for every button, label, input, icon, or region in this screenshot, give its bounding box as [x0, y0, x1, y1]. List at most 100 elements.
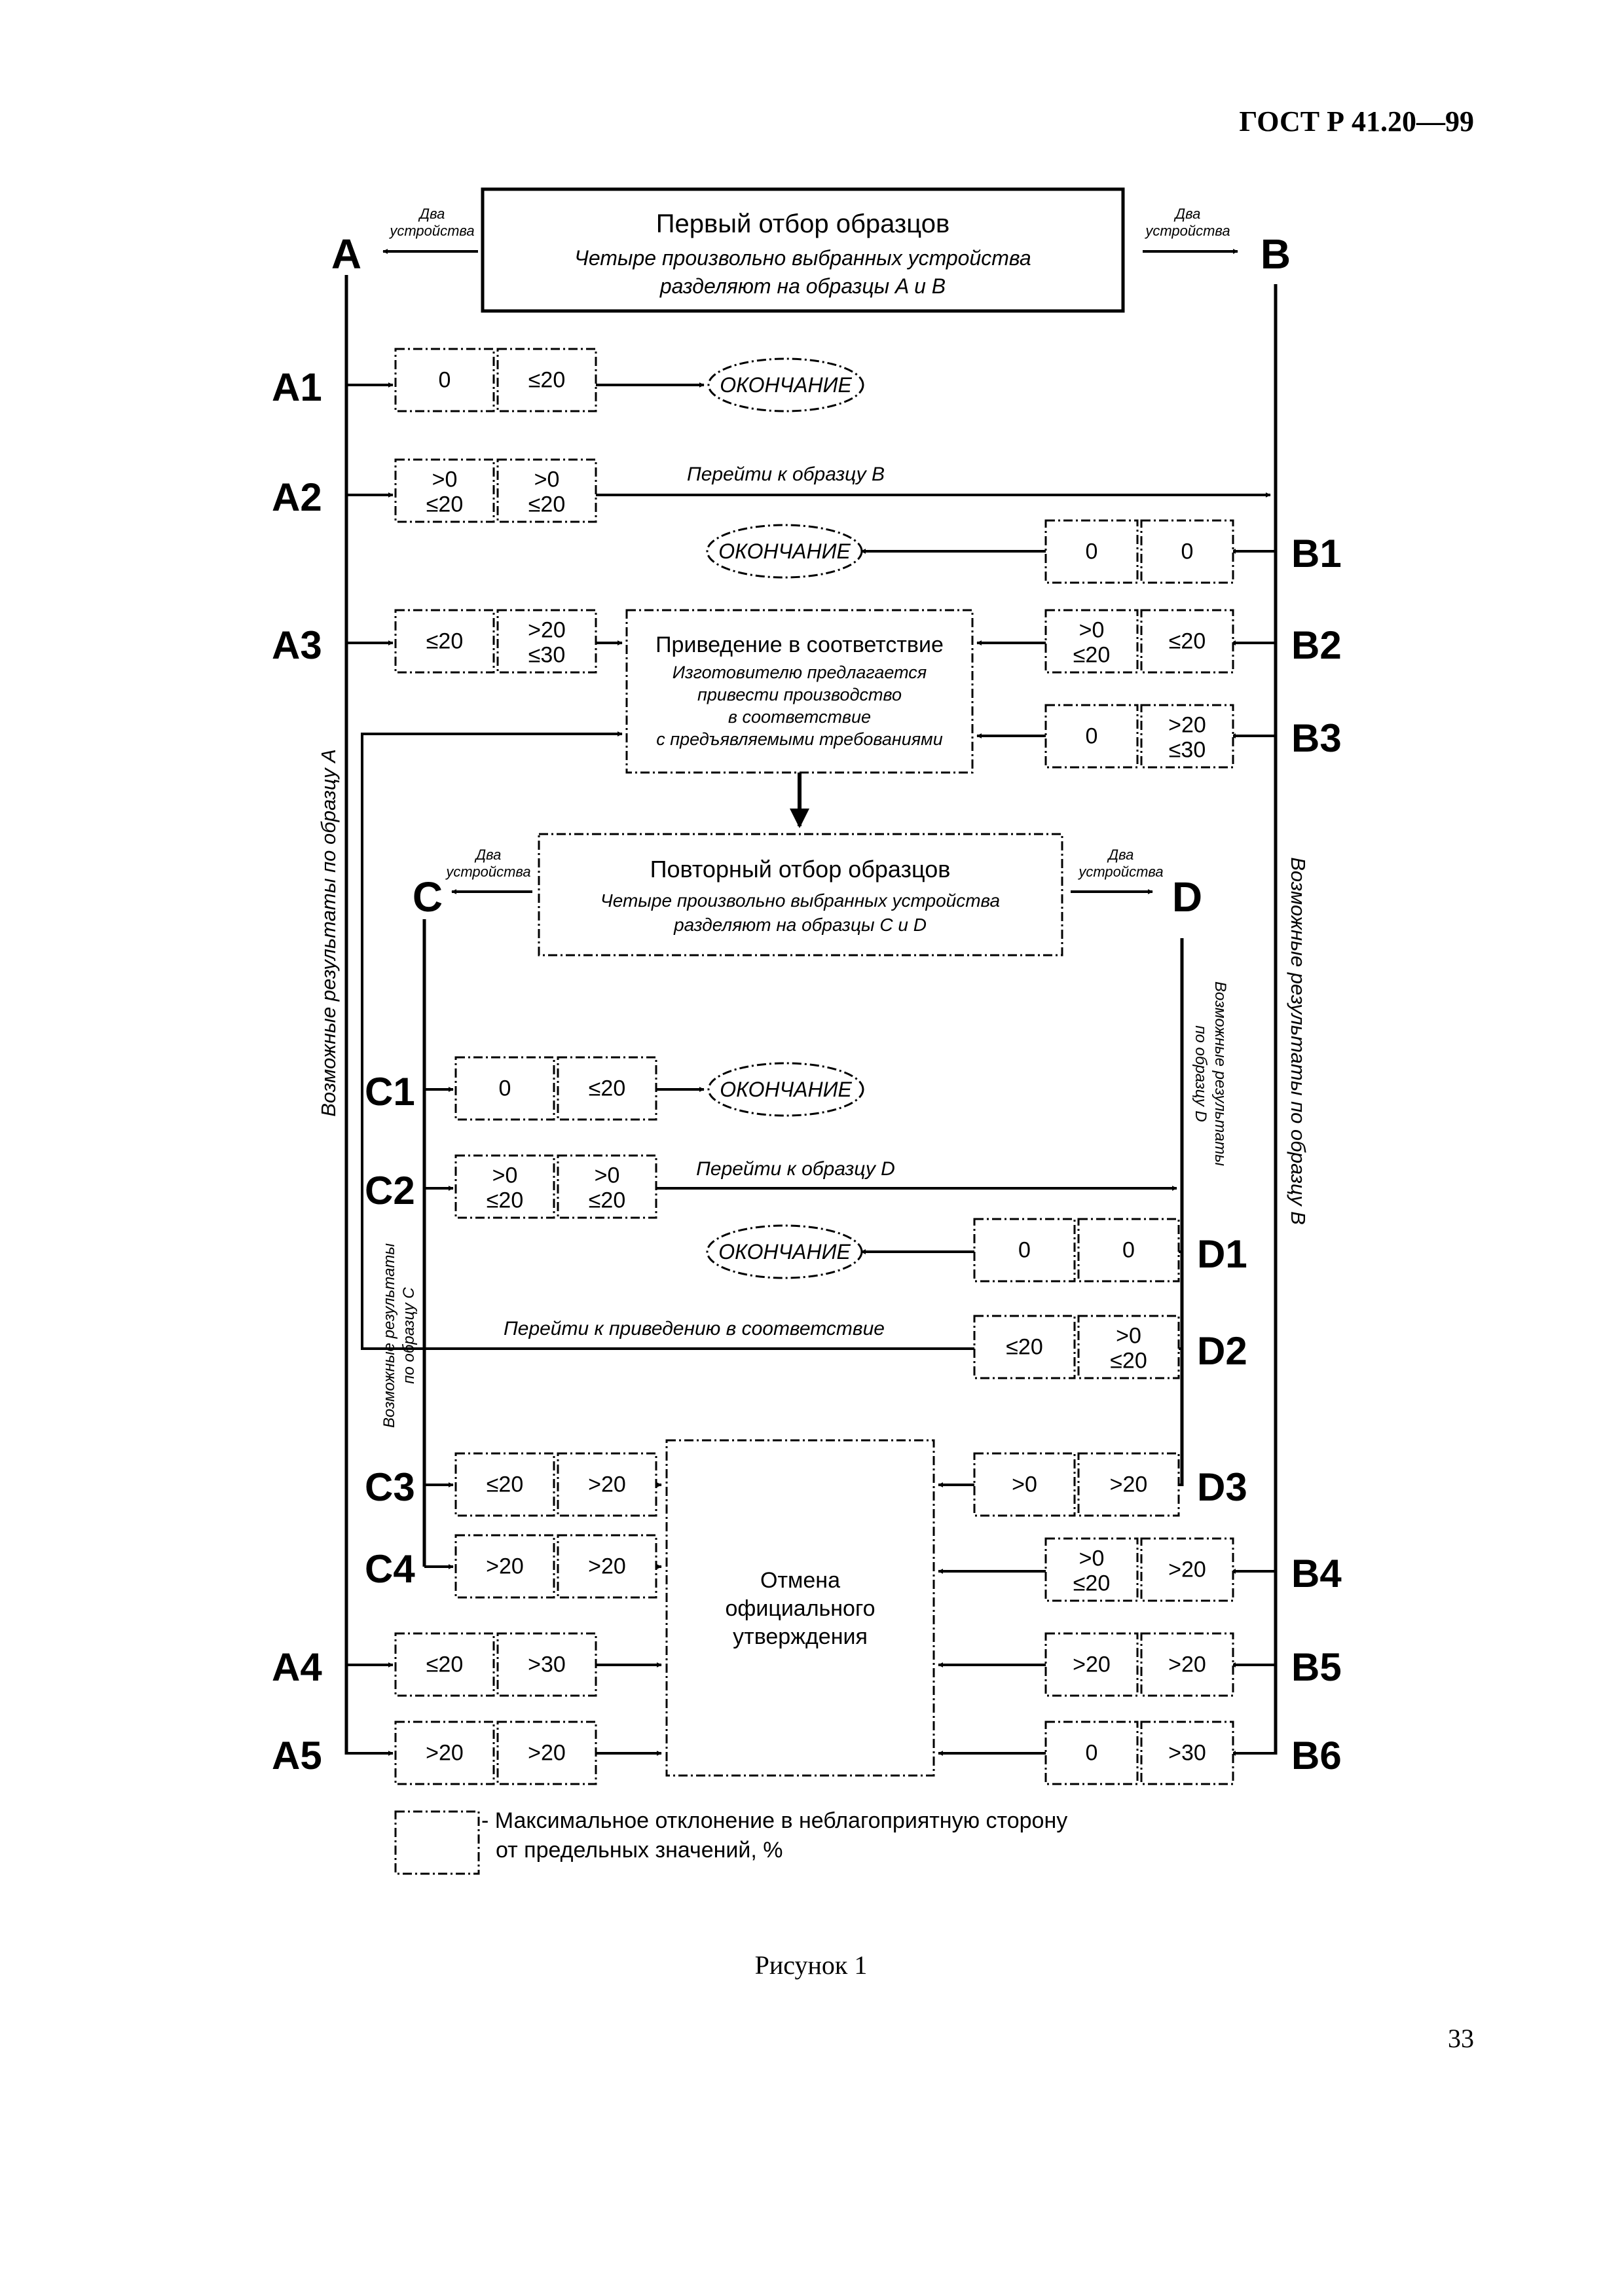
- b4-left-cell: [1044, 1537, 1139, 1602]
- b1-right-cell: [1140, 519, 1234, 584]
- b2-right-value: ≤20: [1169, 629, 1206, 654]
- b3-right-value: ≤30: [1169, 738, 1206, 763]
- a5-right-value: >20: [528, 1741, 566, 1766]
- a5-left-cell: [394, 1721, 495, 1785]
- sample-a-label: A: [331, 230, 361, 278]
- c1-left-cell: [454, 1056, 555, 1121]
- two-devices-c-1: Два: [474, 847, 502, 863]
- c3-left-value: ≤20: [487, 1472, 523, 1497]
- d2-right-cell: [1077, 1315, 1180, 1379]
- a4-right-value: >30: [528, 1652, 566, 1677]
- c1-left-value: 0: [499, 1076, 511, 1101]
- d1-end-ellipse: [706, 1224, 863, 1279]
- two-devices-d-1: Два: [1107, 847, 1134, 863]
- repeat-sampling-subtitle-1: Четыре произвольно выбранных устройства: [600, 890, 1000, 911]
- sample-c-label: C: [413, 873, 443, 920]
- b6-right-cell: [1140, 1721, 1234, 1785]
- c4-left-cell: [454, 1534, 555, 1599]
- cancel-line-2: официального: [725, 1596, 875, 1621]
- row-label-d1: D1: [1197, 1232, 1247, 1276]
- a3-right-cell: [496, 609, 597, 674]
- a1-end-label: ОКОНЧАНИЕ: [720, 373, 852, 397]
- a1-right-value: ≤20: [528, 368, 565, 393]
- conformity-line-1: Изготовителю предлагается: [673, 663, 927, 682]
- cancel-line-1: Отмена: [760, 1568, 840, 1593]
- sample-b-label: B: [1261, 230, 1291, 278]
- c4-right-cell: [557, 1534, 657, 1599]
- b1-left-cell: [1044, 519, 1139, 584]
- b2-left-value: ≤20: [1073, 643, 1110, 668]
- row-label-b6: B6: [1291, 1734, 1342, 1777]
- b2-left-cell: [1044, 609, 1139, 674]
- row-label-a3: A3: [272, 623, 322, 667]
- a1-right-cell: [496, 348, 597, 412]
- two-devices-c-2: устройства: [445, 864, 530, 880]
- goto-b-label: Перейти к образцу B: [687, 464, 885, 485]
- d2-right-value: >0: [1116, 1324, 1141, 1349]
- two-devices-a-2: устройства: [388, 223, 474, 239]
- legend-swatch: [394, 1810, 480, 1875]
- side-label-d-1: Возможные результаты: [1211, 981, 1229, 1166]
- side-label-b: Возможные результаты по образцу B: [1287, 857, 1310, 1225]
- legend-line-2: от предельных значений, %: [496, 1838, 783, 1863]
- a1-left-value: 0: [439, 368, 451, 393]
- d3-left-cell: [973, 1452, 1076, 1517]
- row-label-b2: B2: [1291, 623, 1342, 667]
- b4-right-value: >20: [1168, 1558, 1206, 1582]
- b2-left-value: >0: [1079, 618, 1105, 643]
- b1-right-value: 0: [1181, 539, 1194, 564]
- repeat-sampling-subtitle-2: разделяют на образцы C и D: [673, 915, 927, 935]
- c2-right-value: ≤20: [589, 1188, 625, 1213]
- row-label-a4: A4: [272, 1645, 322, 1689]
- c2-left-value: >0: [492, 1163, 518, 1188]
- page-number: 33: [1448, 2024, 1474, 2053]
- document-code: ГОСТ Р 41.20—99: [1239, 105, 1474, 137]
- a3-right-value: >20: [528, 618, 566, 643]
- goto-d-label: Перейти к образцу D: [696, 1158, 895, 1180]
- a2-left-value: >0: [432, 467, 458, 492]
- first-sampling-subtitle-2: разделяют на образцы A и B: [659, 274, 946, 298]
- d2-left-value: ≤20: [1006, 1335, 1042, 1360]
- c1-end-ellipse: [707, 1062, 864, 1117]
- side-label-a: Возможные результаты по образцу A: [317, 749, 340, 1117]
- a5-left-value: >20: [426, 1741, 464, 1766]
- b4-left-value: ≤20: [1073, 1571, 1110, 1596]
- conformity-line-2: привести производство: [697, 685, 902, 704]
- b5-right-cell: [1140, 1632, 1234, 1697]
- c1-right-value: ≤20: [589, 1076, 625, 1101]
- c4-right-value: >20: [588, 1554, 626, 1579]
- c3-right-cell: [557, 1452, 657, 1517]
- b2-right-cell: [1140, 609, 1234, 674]
- row-label-a2: A2: [272, 475, 322, 519]
- row-label-a5: A5: [272, 1734, 322, 1777]
- b6-right-value: >30: [1168, 1741, 1206, 1766]
- b5-left-cell: [1044, 1632, 1139, 1697]
- c4-left-value: >20: [486, 1554, 524, 1579]
- b3-left-cell: [1044, 704, 1139, 769]
- conformity-line-3: в соответствие: [728, 707, 871, 727]
- c2-right-value: >0: [595, 1163, 620, 1188]
- a3-left-cell: [394, 609, 495, 674]
- row-label-c4: C4: [365, 1547, 415, 1591]
- side-label-d-2: по образцу D: [1192, 1025, 1209, 1121]
- side-label-c-1: Возможные результаты: [380, 1243, 398, 1428]
- b3-right-cell: [1140, 704, 1234, 769]
- b3-right-value: >20: [1168, 713, 1206, 738]
- d1-right-cell: [1077, 1218, 1180, 1283]
- a1-left-cell: [394, 348, 495, 412]
- c2-left-cell: [454, 1154, 555, 1219]
- d3-left-value: >0: [1012, 1472, 1037, 1497]
- d2-right-value: ≤20: [1110, 1349, 1147, 1374]
- b4-right-cell: [1140, 1537, 1234, 1602]
- c2-left-value: ≤20: [487, 1188, 523, 1213]
- first-sampling-title: Первый отбор образцов: [656, 210, 949, 238]
- two-devices-b-1: Два: [1173, 206, 1201, 222]
- row-label-d3: D3: [1197, 1465, 1247, 1509]
- d2-goto-conformity-arrow: [361, 731, 974, 1350]
- repeat-sampling-box: [538, 833, 1063, 957]
- side-label-c-2: по образцу C: [400, 1287, 418, 1384]
- d1-end-label: ОКОНЧАНИЕ: [718, 1240, 851, 1264]
